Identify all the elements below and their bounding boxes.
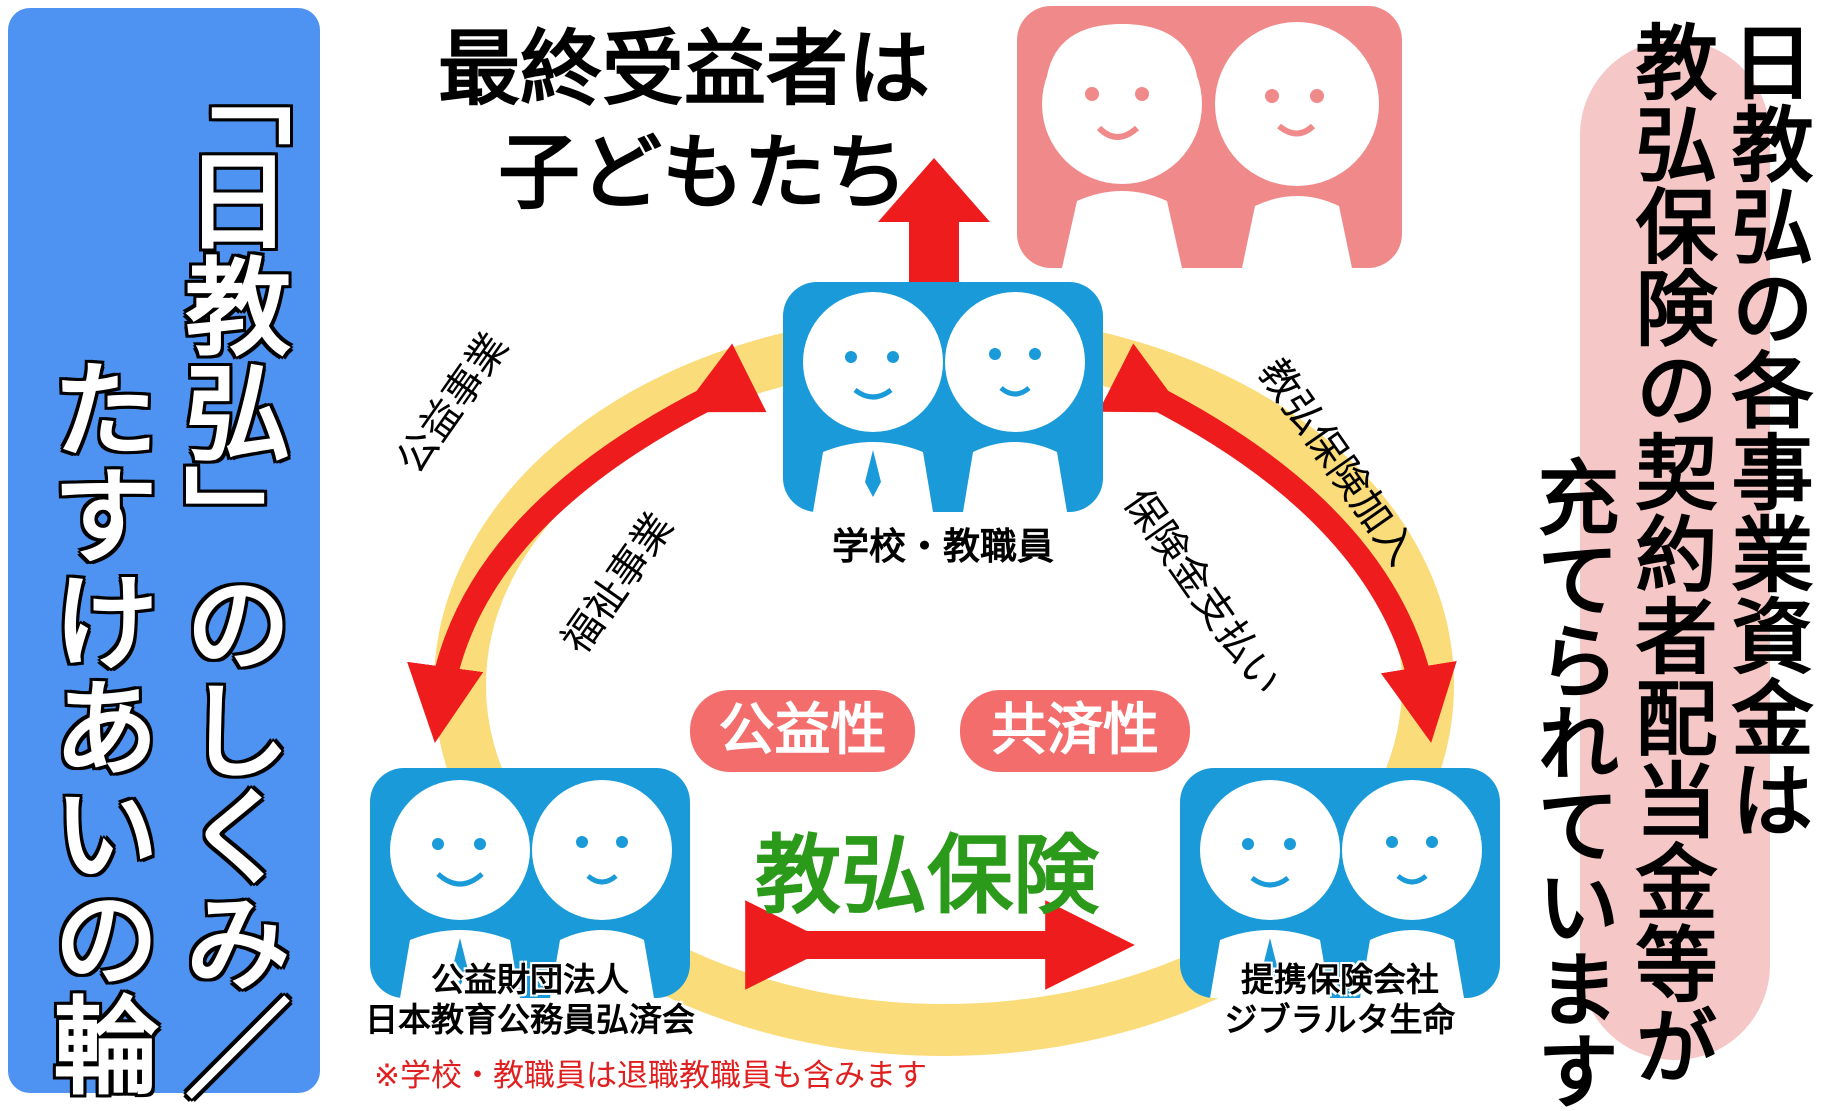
node-insurer-label-line1: 提携保険会社 [1241, 960, 1439, 999]
side-title-line1: 「日教弘」のしくみ／ [167, 40, 290, 1100]
child-left-icon [1042, 24, 1202, 268]
title-panel [8, 8, 320, 1093]
badge-mutual-aid: 共済性 [960, 690, 1190, 772]
arrow-up-head [878, 158, 990, 222]
node-fund [370, 768, 690, 998]
message-oval [1580, 40, 1770, 1060]
node-school-label: 学校・教職員 [832, 525, 1054, 568]
teacher-man-icon [803, 292, 943, 512]
child-right-icon [1215, 22, 1379, 268]
node-fund-label: 公益財団法人 日本教育公務員弘済会 [330, 960, 730, 1040]
node-insurer [1180, 768, 1500, 998]
headline: 最終受益者は 子どもたち [438, 18, 930, 226]
center-title: 教弘保険 [755, 826, 1099, 926]
node-insurer-label: 提携保険会社 ジブラルタ生命 [1140, 960, 1540, 1040]
arrow-school-insurer [1098, 343, 1457, 743]
teacher-woman-icon [945, 292, 1085, 512]
side-title-line2: たすけあいの輪 [35, 355, 158, 1097]
arrow-school-fund [407, 343, 767, 744]
footnote: ※学校・教職員は退職教職員も含みます [374, 1058, 927, 1094]
side-message-line3: 充てられています [1523, 455, 1618, 1111]
node-insurer-label-line2: ジブラルタ生命 [1224, 1000, 1456, 1039]
node-fund-label-line1: 公益財団法人 [431, 960, 629, 999]
node-school [783, 282, 1103, 512]
staff-woman-icon [532, 780, 672, 998]
headline-line2: 子どもたち [498, 126, 909, 221]
headline-line1: 最終受益者は [438, 22, 931, 117]
agent-man-icon [1200, 780, 1340, 998]
node-fund-label-line2: 日本教育公務員弘済会 [365, 1000, 695, 1039]
beneficiaries-illustration [1017, 6, 1402, 268]
side-message-line1: 日教弘の各事業資金は [1717, 20, 1812, 840]
staff-man-icon [390, 780, 530, 998]
agent-woman-icon [1342, 780, 1482, 998]
badge-public-interest: 公益性 [690, 690, 915, 772]
side-message-line2: 教弘保険の契約者配当金等が [1621, 20, 1716, 1086]
